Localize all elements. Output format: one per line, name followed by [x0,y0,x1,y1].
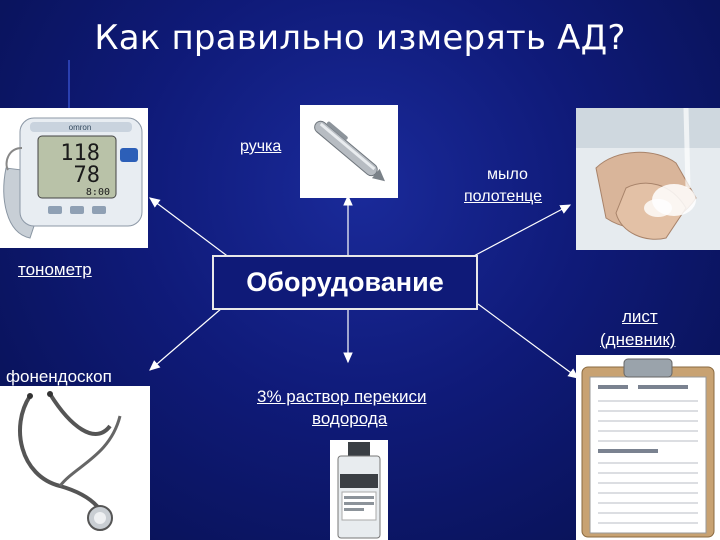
monitor-time: 8:00 [86,187,110,198]
label-pen: ручка [240,136,281,158]
label-sheet: лист [622,306,658,328]
arrow-to-tonometer [150,198,230,258]
stethoscope-image [0,386,150,540]
washing-hands-image [576,108,720,250]
arrow-to-sheet [478,304,578,378]
tonometer-image: omron 118 78 8:00 [0,108,148,248]
label-tonometer: тонометр [18,259,92,281]
equipment-center-box: Оборудование [212,255,478,310]
label-towel: полотенце [464,186,542,208]
diary-clipboard-image [576,355,720,540]
arrow-to-soap [470,205,570,258]
arrow-to-stethoscope [150,308,222,370]
label-soap: мыло [487,164,528,186]
label-diary: (дневник) [600,329,675,351]
label-peroxide-line1: 3% раствор перекиси [257,386,426,408]
monitor-brand: omron [69,123,92,132]
label-peroxide-line2: водорода [312,408,387,430]
pen-image [300,105,398,198]
monitor-diastolic: 78 [74,163,101,188]
peroxide-bottle-image [330,440,388,540]
label-stethoscope: фонендоскоп [6,366,112,388]
